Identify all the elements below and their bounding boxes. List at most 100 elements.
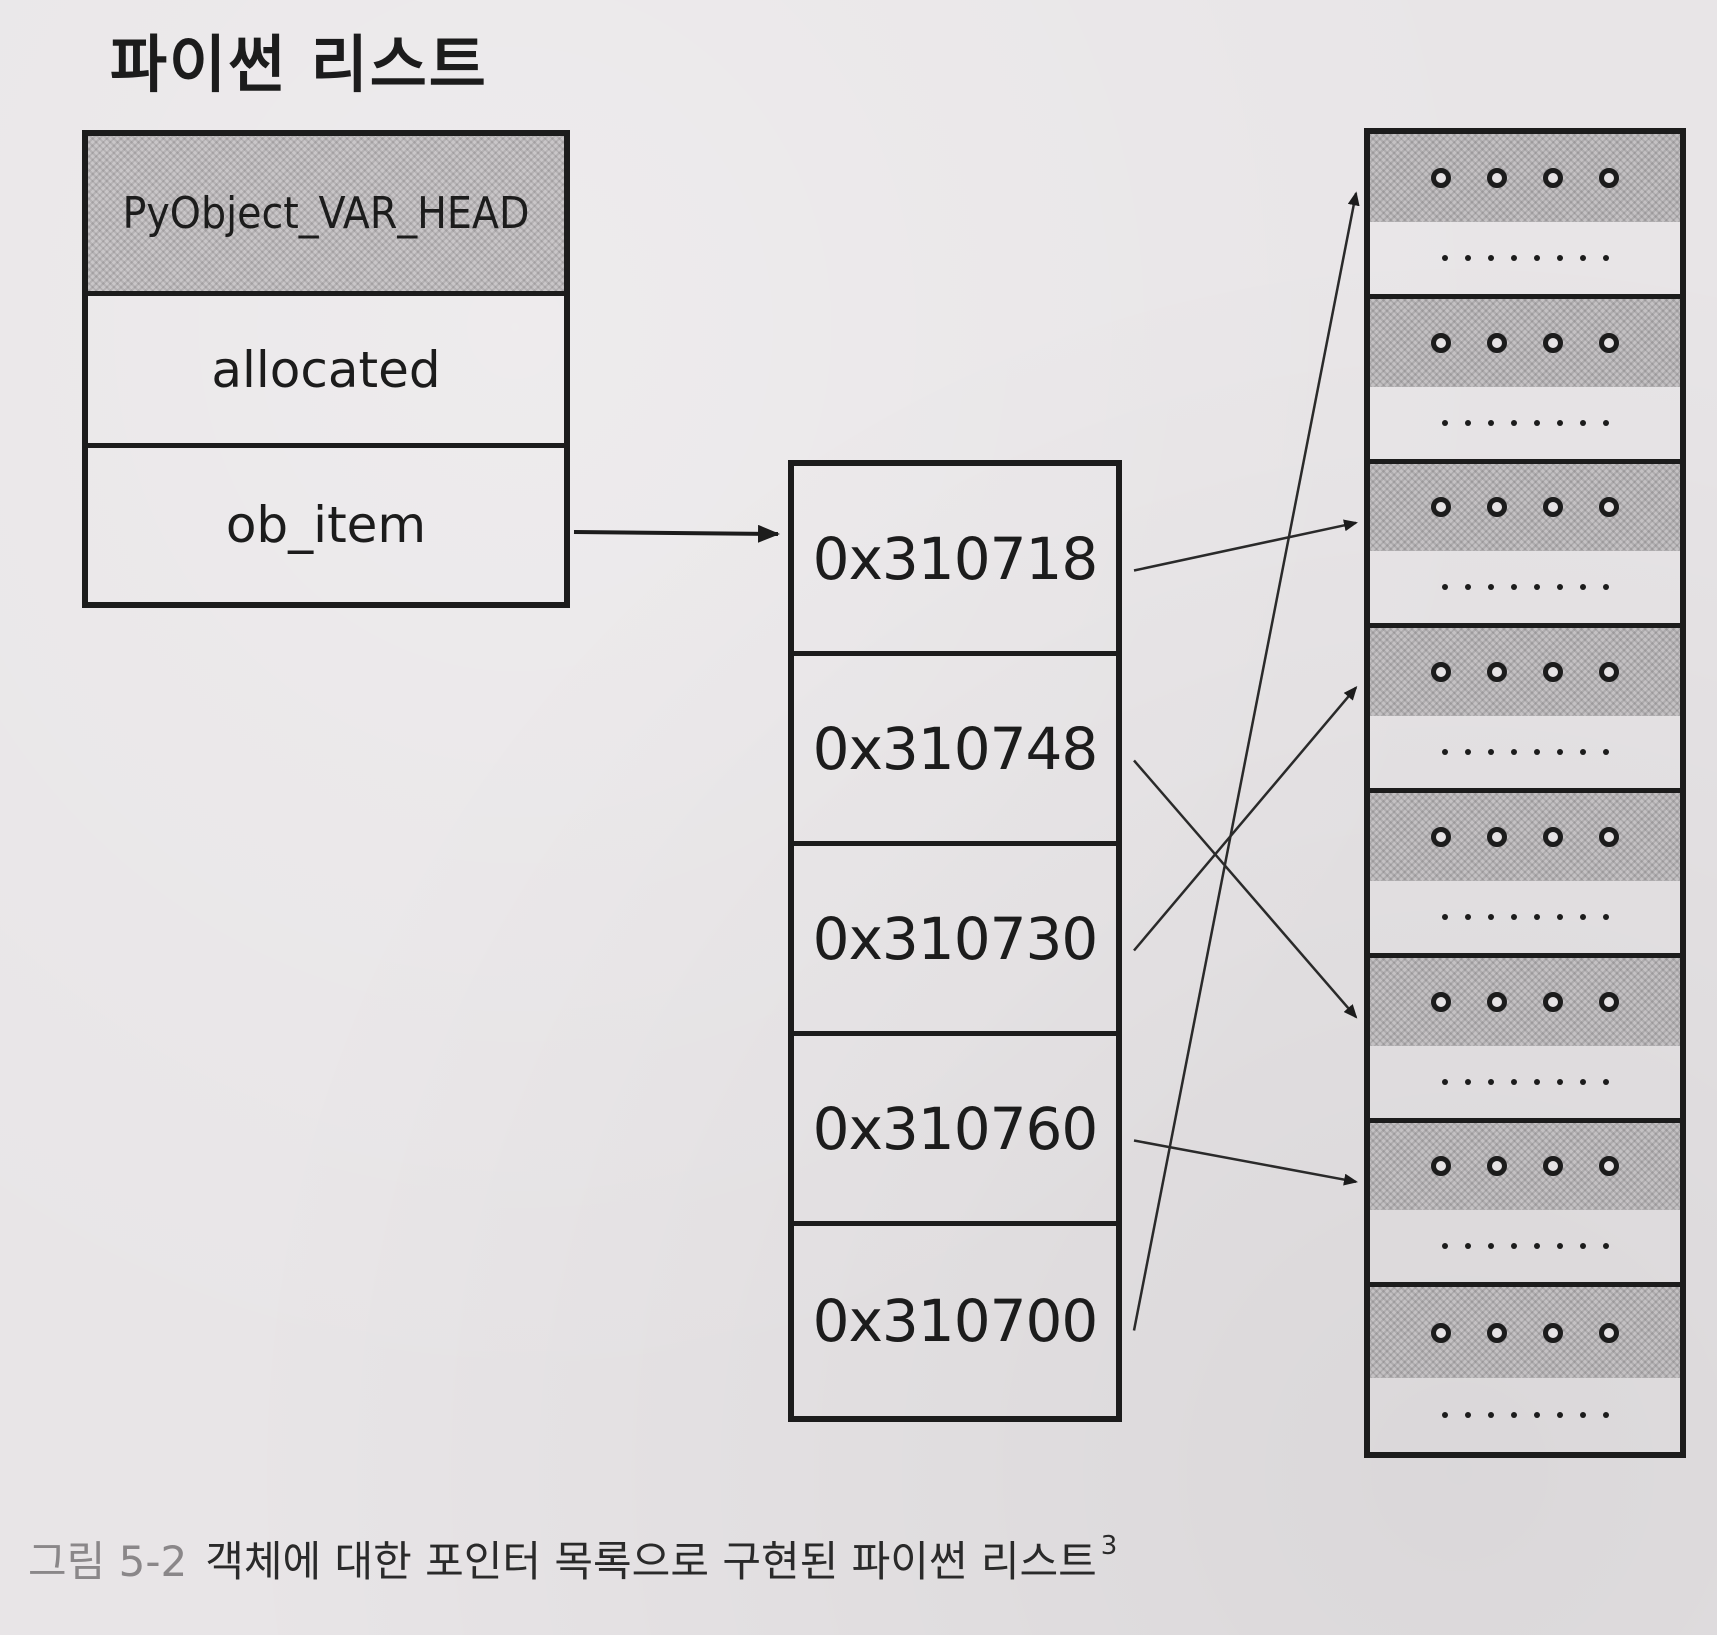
figure-number: 그림 5-2 [28,1537,188,1586]
object-ring [1487,332,1507,353]
object-dot [1602,584,1609,591]
object-dot [1464,1078,1471,1085]
object-dot [1602,1411,1609,1418]
object-dot [1602,913,1609,920]
object-ring [1599,1322,1619,1343]
object-block [1370,134,1680,299]
object-dot [1464,419,1471,426]
object-ring [1431,991,1451,1012]
object-ring [1487,167,1507,188]
object-dot [1464,913,1471,920]
footnote-marker: 3 [1100,1531,1118,1561]
object-dot [1487,1411,1494,1418]
object-ring [1431,332,1451,353]
object-ring [1431,662,1451,683]
object-dot [1556,584,1563,591]
object-dot [1510,1078,1517,1085]
object-dot [1487,584,1494,591]
object-dot [1464,584,1471,591]
object-header [1370,957,1680,1046]
object-body [1370,716,1680,788]
object-ring [1431,826,1451,847]
object-header [1370,1287,1680,1378]
object-dot [1579,1078,1586,1085]
object-ring [1487,662,1507,683]
object-dot [1556,1411,1563,1418]
object-dot [1579,1243,1586,1250]
object-ring [1487,497,1507,518]
object-dot [1441,254,1448,261]
object-body [1370,222,1680,294]
object-body [1370,1378,1680,1452]
pointer-cell: 0x310718 [794,466,1116,656]
object-dot [1602,419,1609,426]
object-block [1370,628,1680,793]
object-body [1370,387,1680,459]
object-block [1370,957,1680,1123]
object-block [1370,1122,1680,1288]
object-dot [1533,254,1540,261]
object-dot [1464,254,1471,261]
object-ring [1431,1156,1451,1177]
object-dot [1464,1411,1471,1418]
object-ring [1543,167,1563,188]
object-ring [1543,662,1563,683]
object-dot [1533,1243,1540,1250]
object-block [1370,463,1680,629]
struct-field-ob-item: ob_item [225,496,427,554]
object-dot [1464,1243,1471,1250]
object-dot [1510,1411,1517,1418]
object-dot [1441,1243,1448,1250]
object-dot [1533,584,1540,591]
object-column [1364,128,1686,1458]
object-dot [1556,1243,1563,1250]
object-header [1370,1122,1680,1211]
object-ring [1599,991,1619,1012]
figure-caption-text: 객체에 대한 포인터 목록으로 구현된 파이썬 리스트 [205,1537,1097,1586]
object-block [1370,793,1680,958]
object-dot [1464,749,1471,756]
object-header [1370,134,1680,222]
object-body [1370,1210,1680,1282]
object-ring [1543,497,1563,518]
object-dot [1533,419,1540,426]
object-dot [1579,749,1586,756]
struct-field-allocated: allocated [88,296,564,448]
struct-field-pyobject-var-head: PyObject_VAR_HEAD [88,136,564,296]
object-dot [1533,749,1540,756]
object-ring [1543,1156,1563,1177]
object-dot [1441,584,1448,591]
object-dot [1602,254,1609,261]
object-ring [1599,167,1619,188]
object-dot [1510,1243,1517,1250]
pointer-array: 0x310718 0x310748 0x310730 0x310760 0x31… [788,460,1122,1422]
object-dot [1441,1078,1448,1085]
object-dot [1533,1411,1540,1418]
object-dot [1441,1411,1448,1418]
object-dot [1533,1078,1540,1085]
object-dot [1579,1411,1586,1418]
object-dot [1533,913,1540,920]
pointer-cell: 0x310760 [794,1036,1116,1226]
pointer-cell: 0x310730 [794,846,1116,1036]
object-ring [1431,1322,1451,1343]
object-dot [1579,584,1586,591]
object-dot [1556,254,1563,261]
object-ring [1599,826,1619,847]
pointer-cell: 0x310700 [812,1287,1099,1355]
object-block [1370,1287,1680,1452]
object-dot [1602,1243,1609,1250]
object-dot [1579,254,1586,261]
object-dot [1487,1078,1494,1085]
object-dot [1487,419,1494,426]
object-header [1370,463,1680,552]
object-dot [1441,419,1448,426]
object-ring [1599,1156,1619,1177]
object-dot [1487,1243,1494,1250]
object-ring [1543,826,1563,847]
object-header [1370,298,1680,387]
object-dot [1510,254,1517,261]
object-dot [1441,913,1448,920]
object-body [1370,881,1680,953]
